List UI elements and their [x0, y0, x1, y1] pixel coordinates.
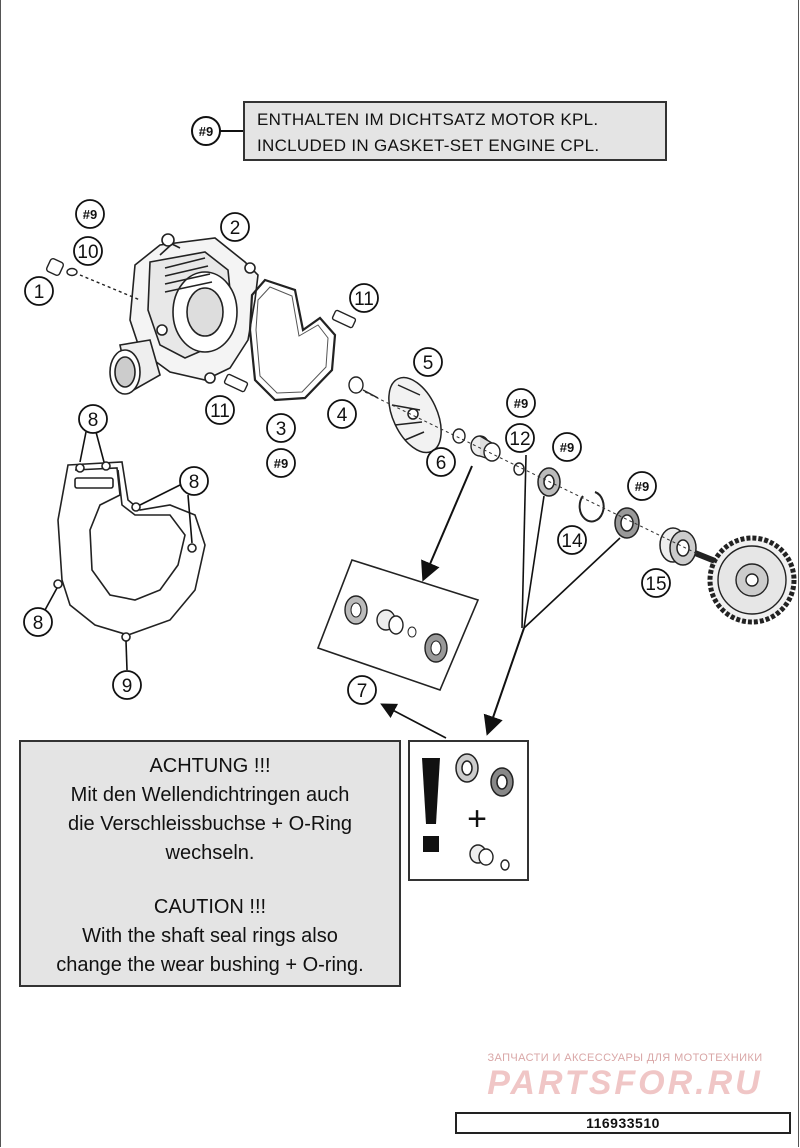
callout-10: 10 [73, 236, 103, 266]
svg-text:#9: #9 [199, 124, 213, 139]
callout-ref9-a: #9 [75, 199, 105, 229]
svg-text:4: 4 [337, 405, 348, 426]
callout-7: 7 [347, 675, 377, 705]
gasket-note-line-en: INCLUDED IN GASKET-SET ENGINE CPL. [257, 136, 600, 155]
svg-text:6: 6 [436, 453, 447, 474]
svg-text:8: 8 [189, 472, 200, 493]
exclamation-icon [422, 758, 440, 852]
svg-text:5: 5 [423, 353, 434, 374]
caution-text-de-1: Mit den Wellendichtringen auch [70, 784, 350, 806]
watermark: ЗАПЧАСТИ И АКСЕССУАРЫ ДЛЯ МОТОТЕХНИКИ PA… [470, 1052, 780, 1102]
svg-text:#9: #9 [560, 440, 574, 455]
caution-text-de-2: die Verschleissbuchse + O-Ring [67, 813, 353, 835]
caution-title-en: CAUTION !!! [153, 896, 267, 918]
part-number: 116933510 [455, 1112, 791, 1134]
gasket-note-line-de: ENTHALTEN IM DICHTSATZ MOTOR KPL. [257, 110, 599, 129]
svg-text:8: 8 [88, 410, 99, 431]
leader-lines [44, 431, 621, 671]
callout-11-lower: 11 [205, 395, 235, 425]
svg-text:10: 10 [77, 242, 98, 263]
caution-text-en-2: change the wear bushing + O-ring. [56, 954, 364, 976]
callout-8-top: 8 [78, 404, 108, 434]
caution-text-en-1: With the shaft seal rings also [82, 925, 338, 947]
svg-text:7: 7 [357, 681, 368, 702]
arrow-to-warning [483, 627, 525, 736]
callout-4: 4 [327, 399, 357, 429]
gasket-set-note: ENTHALTEN IM DICHTSATZ MOTOR KPL. INCLUD… [243, 101, 667, 161]
callout-2: 2 [220, 212, 250, 242]
callout-ref9-d: #9 [552, 432, 582, 462]
cover-gasket [248, 278, 337, 402]
svg-text:11: 11 [354, 289, 374, 310]
warning-illustration: + [408, 740, 529, 881]
impeller-bolt-4 [348, 376, 379, 399]
caution-title-de: ACHTUNG !!! [149, 755, 271, 777]
caution-text-de-3: wechseln. [165, 842, 255, 864]
callout-12: 12 [505, 423, 535, 453]
repair-kit-7 [316, 559, 480, 691]
svg-text:1: 1 [34, 282, 45, 303]
watermark-brand: PARTSFOR.RU [487, 1064, 763, 1102]
svg-text:#9: #9 [514, 396, 528, 411]
bolt-1 [45, 257, 141, 301]
shaft-seal-ring-2 [614, 507, 640, 539]
gasket-note-ref-callout: #9 [191, 116, 243, 146]
callout-6: 6 [426, 447, 456, 477]
caution-note: ACHTUNG !!! Mit den Wellendichtringen au… [19, 740, 401, 987]
callout-ref9-e: #9 [627, 471, 657, 501]
svg-text:#9: #9 [635, 479, 649, 494]
plus-sign: + [467, 800, 487, 838]
callout-11-upper: 11 [349, 283, 379, 313]
seal-ring-icon [455, 753, 514, 797]
bushing-oring-icon [469, 844, 510, 871]
svg-text:15: 15 [645, 574, 666, 595]
watermark-tagline: ЗАПЧАСТИ И АКСЕССУАРЫ ДЛЯ МОТОТЕХНИКИ [487, 1052, 763, 1064]
callout-9: 9 [112, 670, 142, 700]
svg-text:#9: #9 [274, 456, 288, 471]
svg-text:14: 14 [561, 531, 583, 552]
callout-ref9-b: #9 [266, 448, 296, 478]
callout-1: 1 [24, 276, 54, 306]
svg-text:9: 9 [122, 676, 133, 697]
svg-text:3: 3 [276, 419, 287, 440]
callout-ref9-c: #9 [506, 388, 536, 418]
callout-8-right: 8 [179, 466, 209, 496]
arrow-to-kit-label [380, 703, 447, 739]
shaft-bearing-15 [659, 527, 697, 566]
callout-15: 15 [641, 568, 671, 598]
impeller-5 [388, 376, 442, 454]
svg-text:#9: #9 [83, 207, 97, 222]
svg-text:12: 12 [509, 429, 530, 450]
svg-text:8: 8 [33, 613, 44, 634]
circlip-14 [578, 491, 605, 523]
svg-text:11: 11 [210, 401, 230, 422]
callout-14: 14 [557, 525, 587, 555]
arrow-to-kit [421, 465, 473, 582]
washer-6 [452, 428, 466, 444]
wear-bushing [470, 435, 501, 462]
bolt-11-upper [331, 309, 357, 329]
pump-gear [693, 535, 797, 625]
callout-8-left: 8 [23, 607, 53, 637]
callout-3: 3 [266, 413, 296, 443]
pump-cover [109, 233, 259, 395]
svg-text:2: 2 [230, 218, 241, 239]
bolt-11-lower [223, 373, 249, 393]
callout-5: 5 [413, 347, 443, 377]
